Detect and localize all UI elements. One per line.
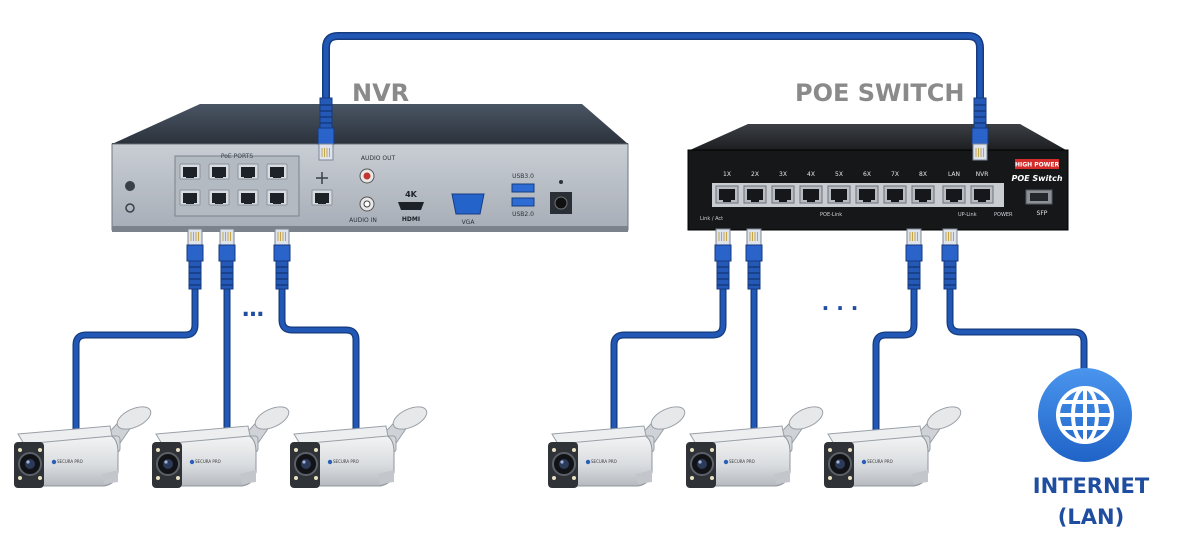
- poe-switch-device: 1X 2X 3X 4X 5X 6X 7X 8X LAN NVR Link / A…: [687, 124, 1069, 231]
- svg-text:6X: 6X: [863, 171, 871, 178]
- svg-text:SECURA PRO: SECURA PRO: [57, 459, 83, 464]
- bullet-camera-icon: [823, 401, 966, 489]
- lan-label: (LAN): [1058, 505, 1124, 529]
- cable-nvr-to-switch: [322, 32, 984, 116]
- vga-label: VGA: [462, 219, 476, 226]
- poe-switch-label: POE SWITCH: [795, 79, 965, 107]
- bullet-camera-icon: [289, 401, 432, 489]
- svg-text:SECURA PRO: SECURA PRO: [591, 459, 617, 464]
- poe-link-label: POE-Link: [820, 212, 842, 218]
- ellipsis-left: …: [242, 297, 264, 322]
- globe-icon: [1038, 368, 1132, 462]
- cameras: [13, 401, 966, 489]
- hdmi-label: HDMI: [402, 216, 420, 223]
- high-power-badge: HIGH POWER: [1015, 162, 1060, 169]
- power-label: POWER: [994, 212, 1013, 218]
- sfp-label: SFP: [1037, 210, 1048, 217]
- link-act-label: Link / Act: [700, 216, 723, 222]
- rj45-connector-icon: [941, 228, 959, 290]
- nvr-device: PoE PORTS AUDIO OUT AUDIO IN 4K HDMI VGA…: [111, 104, 629, 232]
- camera-brand-labels: SECURA PRO SECURA PRO SECURA PRO SECURA …: [57, 459, 893, 464]
- svg-text:7X: 7X: [891, 171, 899, 178]
- rj45-connector-icon: [714, 228, 732, 290]
- svg-text:SECURA PRO: SECURA PRO: [195, 459, 221, 464]
- svg-text:SECURA PRO: SECURA PRO: [867, 459, 893, 464]
- rj45-connector-icon: [273, 228, 291, 290]
- cables-nvr-to-cameras: [72, 286, 360, 446]
- svg-text:SECURA PRO: SECURA PRO: [729, 459, 755, 464]
- rj45-connector-icon: [218, 228, 236, 290]
- svg-text:SECURA PRO: SECURA PRO: [333, 459, 359, 464]
- usb2-label: USB2.0: [512, 211, 534, 218]
- network-icon: [316, 172, 328, 184]
- internet-label: INTERNET: [1033, 474, 1150, 498]
- svg-text:LAN: LAN: [948, 171, 960, 178]
- svg-text:3X: 3X: [779, 171, 787, 178]
- bullet-camera-icon: [547, 401, 690, 489]
- switch-port-labels: 1X 2X 3X 4X 5X 6X 7X 8X LAN NVR: [723, 171, 988, 178]
- ellipsis-right: . . .: [822, 291, 859, 315]
- svg-text:1X: 1X: [723, 171, 731, 178]
- svg-text:8X: 8X: [919, 171, 927, 178]
- audio-in-label: AUDIO IN: [349, 217, 377, 224]
- usb3-label: USB3.0: [512, 173, 534, 180]
- bullet-camera-icon: [151, 401, 294, 489]
- bullet-camera-icon: [13, 401, 156, 489]
- svg-text:NVR: NVR: [976, 171, 989, 178]
- nvr-label: NVR: [352, 79, 409, 107]
- poe-ports-label: PoE PORTS: [221, 153, 254, 160]
- audio-out-label: AUDIO OUT: [361, 155, 396, 162]
- rj45-connector-icon: [745, 228, 763, 290]
- rj45-connector-icon: [905, 228, 923, 290]
- rj45-connector-icon: [186, 228, 204, 290]
- up-link-label: UP-Link: [958, 212, 977, 218]
- rj45-connector-icon: [317, 97, 335, 161]
- svg-text:2X: 2X: [751, 171, 759, 178]
- svg-text:4X: 4X: [807, 171, 815, 178]
- cables-switch-to-cameras: [610, 286, 1088, 446]
- rj45-connector-icon: [971, 97, 989, 161]
- switch-brand: POE Switch: [1011, 174, 1062, 183]
- plugs-bottom: [186, 228, 959, 290]
- 4k-label: 4K: [405, 190, 418, 199]
- svg-text:5X: 5X: [835, 171, 843, 178]
